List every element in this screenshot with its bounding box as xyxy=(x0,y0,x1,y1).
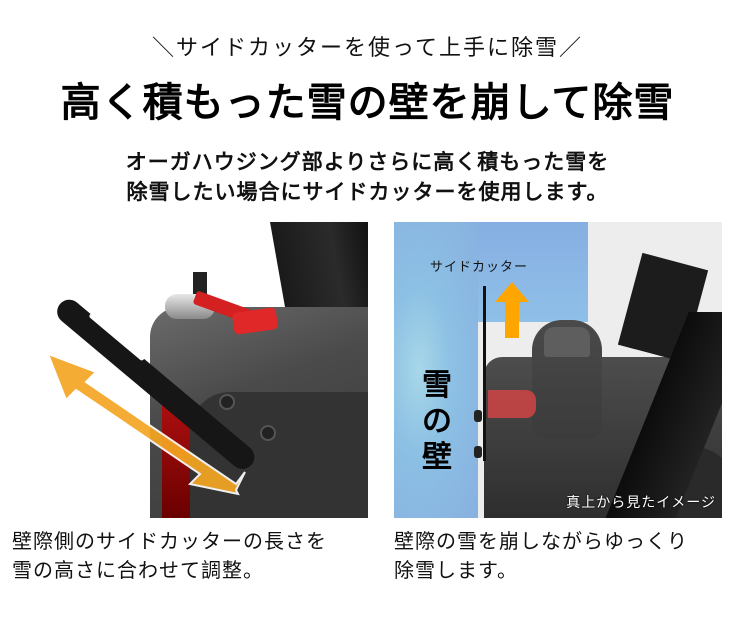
page-headline: 高く積もった雪の壁を崩して除雪 xyxy=(60,80,675,126)
top-view-photo: サイドカッター 雪 の 壁 真上から見たイメージ xyxy=(394,222,722,518)
snow-wall xyxy=(394,222,478,518)
left-caption: 壁際側のサイドカッターの長さを 雪の高さに合わせて調整。 xyxy=(12,527,382,585)
side-cutter-photo xyxy=(0,222,368,518)
adjust-knob-icon xyxy=(219,394,235,410)
right-caption: 壁際の雪を崩しながらゆっくり 除雪します。 xyxy=(394,527,734,585)
brush xyxy=(193,272,207,294)
snow-wall-top xyxy=(478,222,588,322)
wall-label-char: の xyxy=(422,404,452,439)
adjust-knob-icon xyxy=(260,425,276,441)
housing-side-panel xyxy=(190,392,368,518)
left-caption-line-2: 雪の高さに合わせて調整。 xyxy=(12,558,264,582)
description-line-2: 除雪したい場合にサイドカッターを使用します。 xyxy=(126,180,609,204)
red-lever xyxy=(488,390,536,418)
console-light xyxy=(544,327,590,357)
adjust-knob-icon xyxy=(474,410,482,422)
description-line-1: オーガハウジング部よりさらに高く積もった雪を xyxy=(125,150,610,174)
subtitle-close-slash: ／ xyxy=(558,36,583,61)
right-caption-line-1: 壁際の雪を崩しながらゆっくり xyxy=(394,529,688,553)
adjust-knob-icon xyxy=(474,446,482,458)
up-arrow-icon xyxy=(495,282,529,338)
double-arrow-icon xyxy=(46,352,246,496)
subtitle-open-slash: ＼ xyxy=(152,36,177,61)
subtitle-text: サイドカッターを使って上手に除雪 xyxy=(176,36,559,61)
side-cutter-label: サイドカッター xyxy=(430,260,529,275)
left-caption-line-1: 壁際側のサイドカッターの長さを xyxy=(12,529,327,553)
wall-label-char: 雪 xyxy=(422,368,452,403)
description: オーガハウジング部よりさらに高く積もった雪を 除雪したい場合にサイドカッターを使… xyxy=(0,147,735,207)
side-cutter xyxy=(483,286,486,461)
view-caption: 真上から見たイメージ xyxy=(566,495,716,511)
section-subtitle: ＼サイドカッターを使って上手に除雪／ xyxy=(0,30,735,62)
wall-label-char: 壁 xyxy=(422,440,452,475)
right-caption-line-2: 除雪します。 xyxy=(394,558,518,582)
snow-wall-label: 雪 の 壁 xyxy=(420,368,454,476)
